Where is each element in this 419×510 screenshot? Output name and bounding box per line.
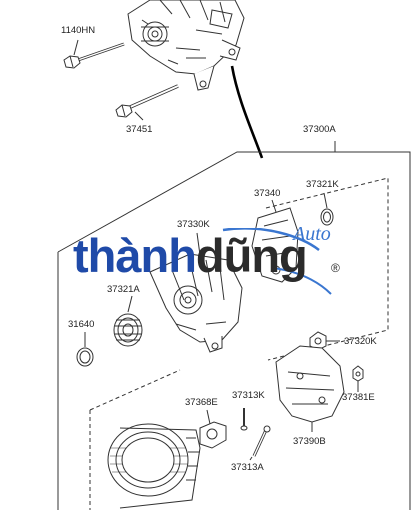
bolt-1140hn <box>63 42 125 69</box>
label-37313k: 37313K <box>232 390 265 401</box>
pulley-37321a <box>113 295 143 347</box>
bolt-37451 <box>115 84 179 118</box>
label-37313a: 37313A <box>231 462 264 473</box>
exploded-view-frame <box>57 151 411 510</box>
logo-swoosh-icon <box>222 228 332 295</box>
screw-37313k <box>240 408 248 431</box>
ring-37321k <box>320 192 334 226</box>
label-37451: 37451 <box>126 124 153 135</box>
label-37340: 37340 <box>254 188 281 199</box>
rear-cover-37390b <box>275 345 345 432</box>
stator <box>107 423 201 509</box>
label-1140hn: 1140HN <box>61 25 96 36</box>
alternator-assembly-top <box>127 0 245 91</box>
label-37330k: 37330K <box>177 219 210 230</box>
callout-arrow <box>230 65 264 159</box>
label-37321a: 37321A <box>107 284 140 295</box>
label-37300a: 37300A <box>303 124 336 135</box>
watermark-logo: thànhdũng Auto ® <box>73 224 363 296</box>
cap-31640 <box>76 332 94 367</box>
label-37321k: 37321K <box>306 179 339 190</box>
bolt-37313a <box>249 425 271 461</box>
label-37390b: 37390B <box>293 436 326 447</box>
regulator-37340 <box>251 199 299 283</box>
label-37368e: 37368E <box>185 397 218 408</box>
logo-subtitle: Auto <box>293 223 331 245</box>
logo-registered-mark: ® <box>331 261 340 275</box>
brush-holder-37368e <box>199 409 227 449</box>
logo-text-part1: thành <box>73 229 197 282</box>
label-31640: 31640 <box>68 319 95 330</box>
logo-text-part2: dũng <box>195 229 308 282</box>
label-37320k: 37320K <box>344 336 377 347</box>
part-37320k <box>309 331 340 351</box>
label-37381e: 37381E <box>342 392 375 403</box>
alternator-body-37330k <box>149 232 243 353</box>
nut-37381e <box>352 365 364 392</box>
